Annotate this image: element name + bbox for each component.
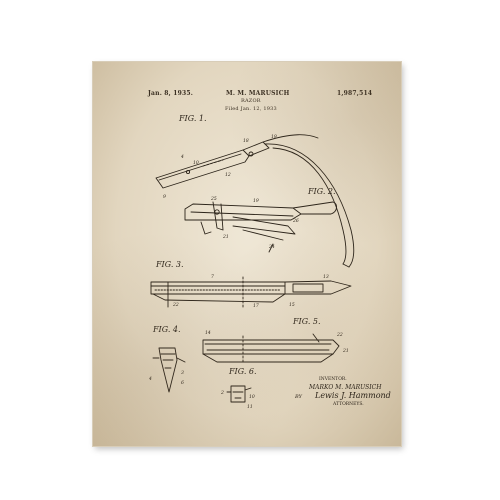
svg-text:2: 2 xyxy=(220,390,224,396)
svg-text:22: 22 xyxy=(336,332,343,338)
svg-text:3: 3 xyxy=(181,370,184,376)
svg-text:21: 21 xyxy=(222,234,229,240)
svg-text:14: 14 xyxy=(205,330,211,336)
svg-text:19: 19 xyxy=(253,198,259,204)
fig4-section-drawing xyxy=(153,348,185,392)
inventor-label: INVENTOR. xyxy=(319,377,347,382)
svg-text:13: 13 xyxy=(323,274,329,280)
svg-text:4: 4 xyxy=(180,154,184,160)
patent-print: Jan. 8, 1935. M. M. MARUSICH 1,987,514 R… xyxy=(93,62,401,446)
svg-text:10: 10 xyxy=(193,160,199,166)
fig6-section-drawing xyxy=(227,386,251,402)
svg-text:25: 25 xyxy=(210,196,217,202)
fig1-razor-drawing xyxy=(156,135,318,188)
svg-text:11: 11 xyxy=(247,404,253,410)
patent-title: RAZOR xyxy=(241,98,261,104)
fig6-label: FIG. 6. xyxy=(229,367,257,376)
attorney-signature: Lewis J. Hammond xyxy=(315,391,391,400)
fig3-label: FIG. 3. xyxy=(156,260,184,269)
svg-text:6: 6 xyxy=(181,380,184,386)
patent-filed-date: Filed Jan. 12, 1933 xyxy=(225,106,277,112)
svg-text:7: 7 xyxy=(211,274,214,280)
svg-text:18: 18 xyxy=(243,138,249,144)
svg-text:26: 26 xyxy=(292,218,299,224)
patent-number: 1,987,514 xyxy=(337,90,373,97)
svg-text:19: 19 xyxy=(271,134,277,140)
fig1-label: FIG. 1. xyxy=(179,114,207,123)
fig2-label: FIG. 2. xyxy=(308,187,336,196)
svg-text:21: 21 xyxy=(342,348,349,354)
attorneys-label: ATTORNEYS. xyxy=(333,402,364,407)
svg-text:12: 12 xyxy=(225,172,231,178)
svg-text:22: 22 xyxy=(172,302,179,308)
svg-text:17: 17 xyxy=(253,303,259,309)
fig4-label: FIG. 4. xyxy=(153,325,181,334)
fig5-label: FIG. 5. xyxy=(293,317,321,326)
fig3-blade-drawing xyxy=(151,277,351,307)
fig2-razor-drawing xyxy=(185,202,337,252)
patent-date: Jan. 8, 1935. xyxy=(148,90,194,97)
svg-text:4: 4 xyxy=(148,376,152,382)
svg-text:15: 15 xyxy=(289,302,295,308)
razor-handle-drawing xyxy=(265,144,354,267)
inventor-name: MARKO M. MARUSICH xyxy=(309,384,382,391)
by-label: BY xyxy=(295,394,302,400)
svg-text:9: 9 xyxy=(163,194,166,200)
fig5-blade-drawing xyxy=(203,334,339,362)
patent-inventor: M. M. MARUSICH xyxy=(226,90,290,97)
svg-text:24: 24 xyxy=(268,244,275,250)
svg-text:10: 10 xyxy=(249,394,255,400)
